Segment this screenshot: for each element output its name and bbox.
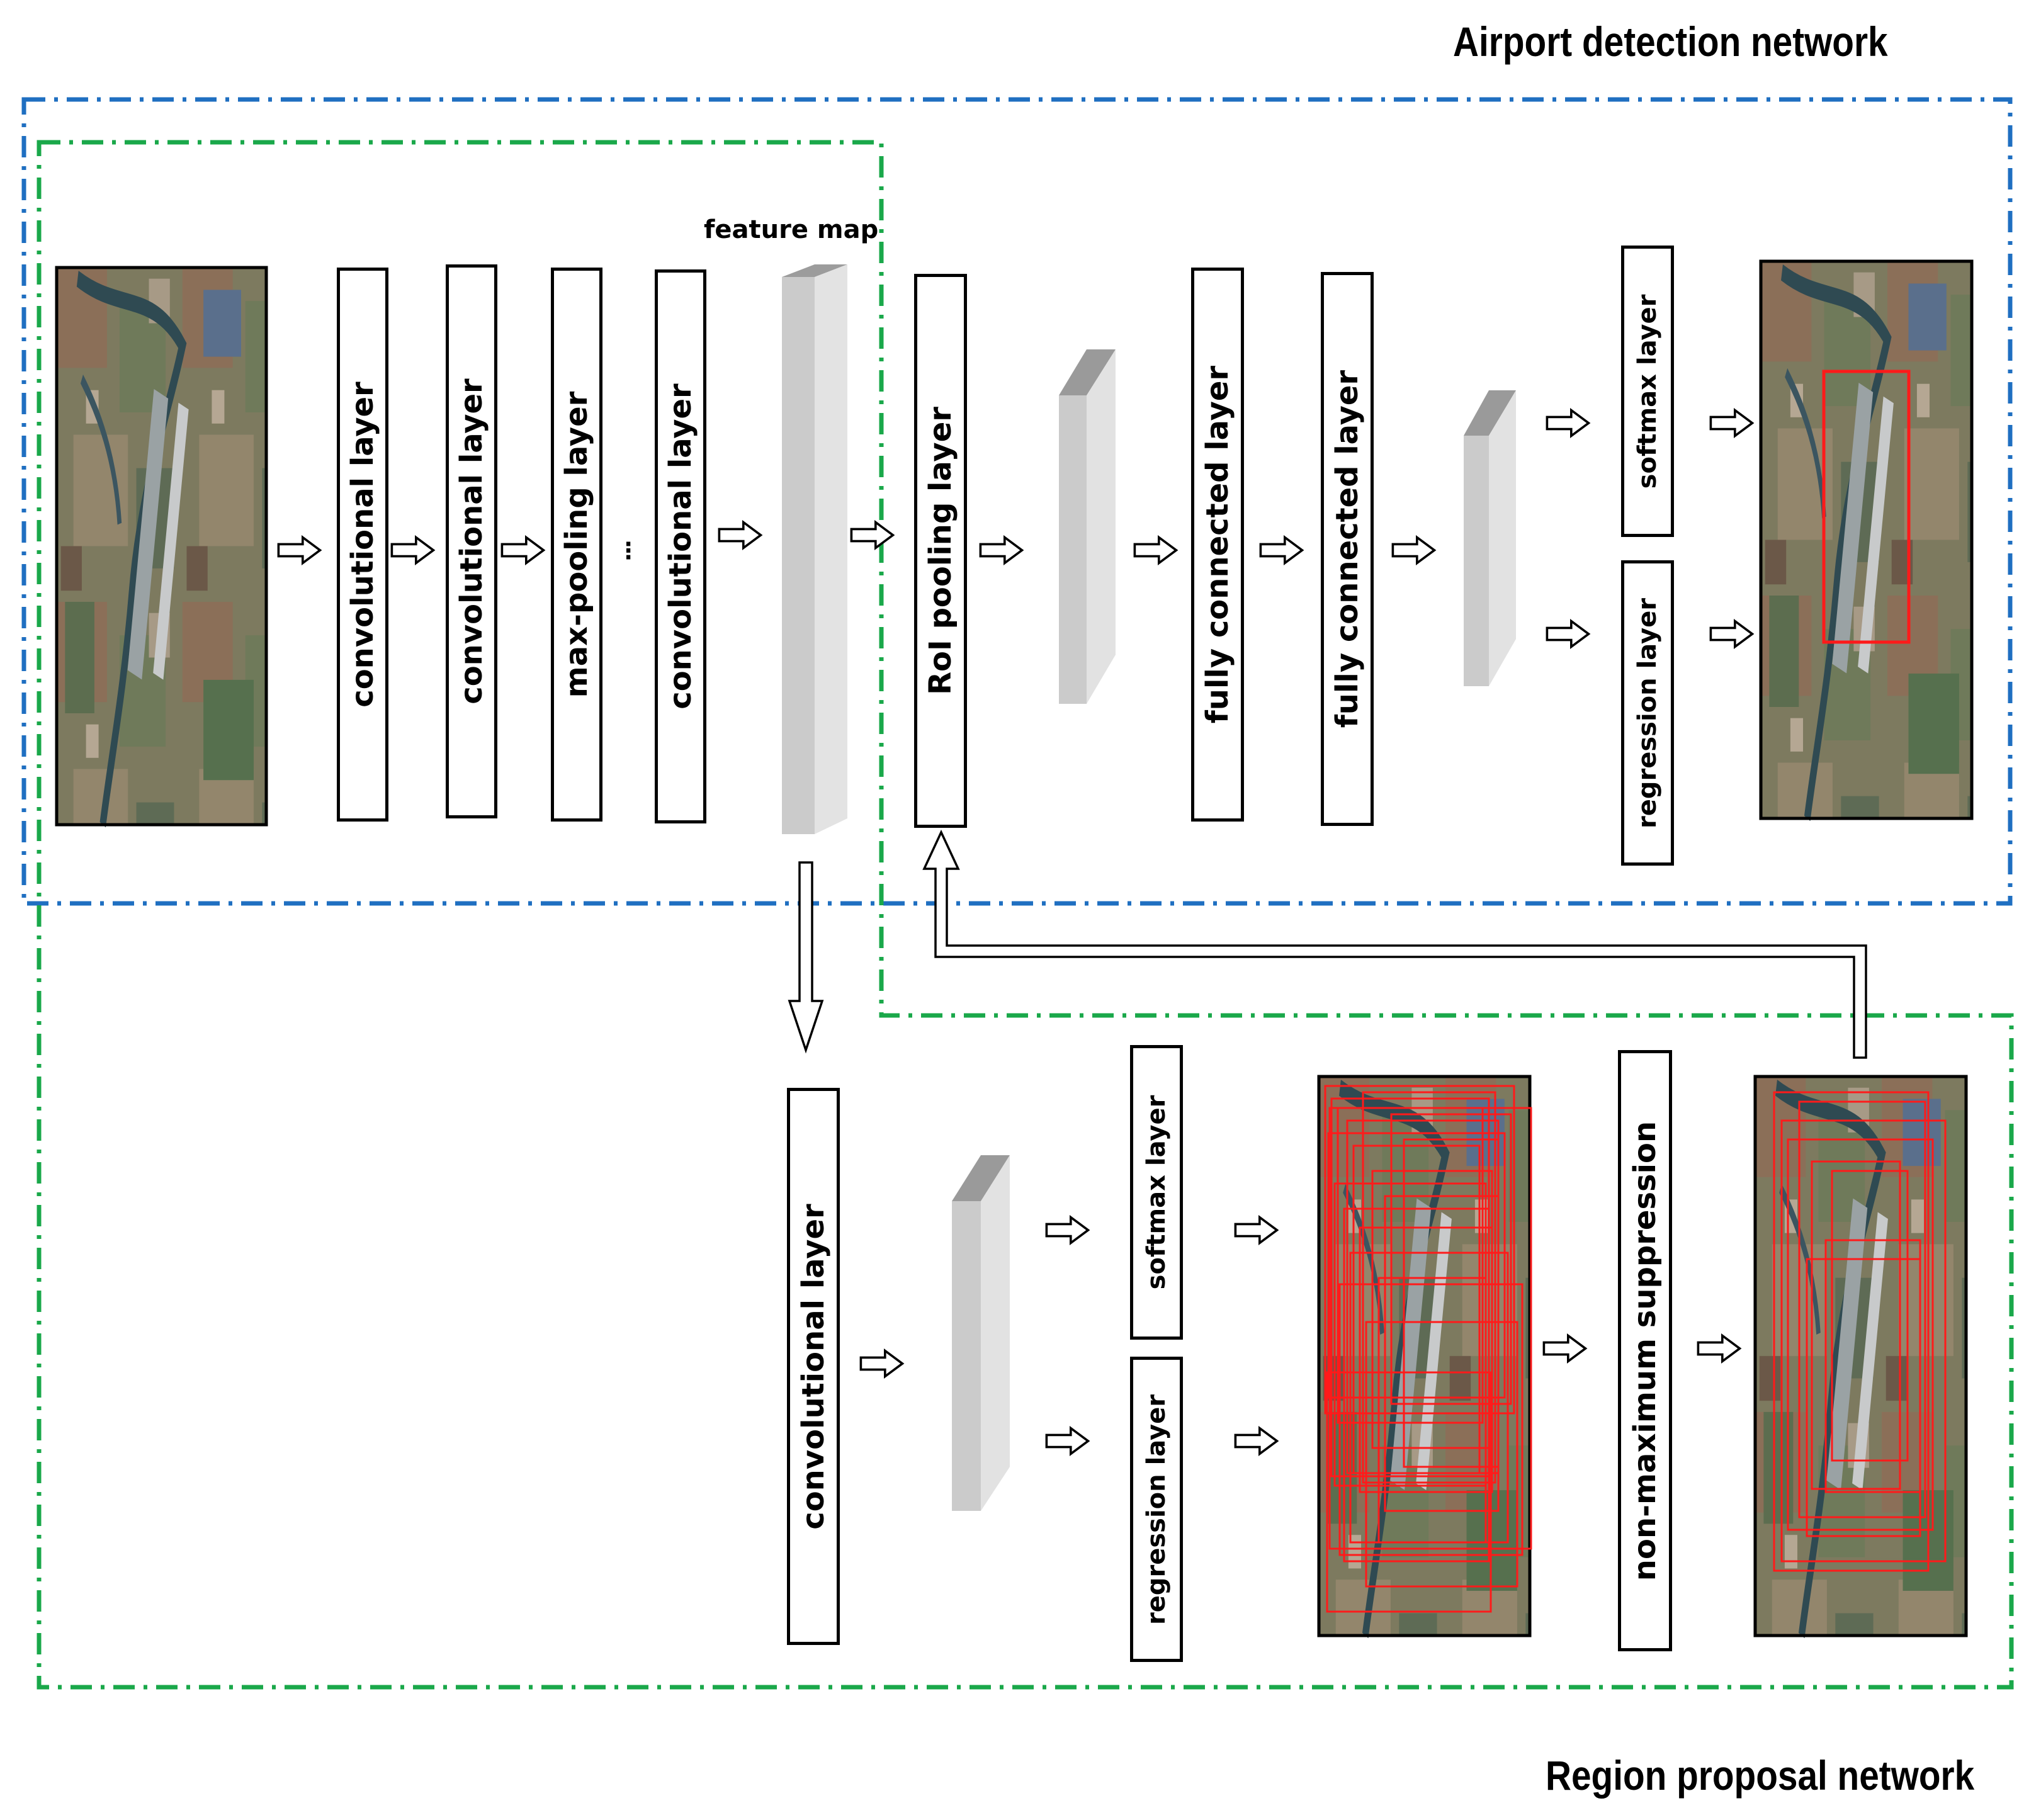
ellipsis: ⋮: [617, 538, 640, 564]
regression-layer: regression layer: [1621, 560, 1674, 866]
softmax-layer: softmax layer: [1621, 246, 1674, 537]
feature-map-label: feature map: [704, 215, 879, 244]
fc-feature-block: [1464, 390, 1516, 686]
proposals-satellite-image: [1319, 1077, 1531, 1636]
arrow-conv2-to-pool: [500, 536, 545, 565]
arrow-feature-to-rpn: [788, 861, 824, 1054]
conv-layer-2: convolutional layer: [446, 264, 497, 818]
arrow-rpn-conv-to-block: [859, 1349, 904, 1378]
nms-layer-label: non-maximum suppression: [1627, 1121, 1663, 1581]
arrow-fc2-to-block: [1391, 536, 1436, 565]
arrow-proposals-to-nms: [1542, 1334, 1587, 1363]
arrow-block-to-rpn-softmax: [1045, 1216, 1090, 1245]
input-satellite-image: [57, 268, 266, 825]
arrow-conv1-to-conv2: [390, 536, 435, 565]
region-network-border: [37, 140, 2014, 1690]
roi-pooling-layer: RoI pooling layer: [914, 274, 967, 828]
airport-network-title: Airport detection network: [1453, 18, 1888, 65]
rpn-feature-block: [952, 1155, 1010, 1511]
max-pooling-layer: max-pooling layer: [551, 268, 602, 822]
arrow-feature-to-roi: [850, 521, 895, 550]
arrow-fc1-to-fc2: [1259, 536, 1304, 565]
arrow-block-to-fc1: [1133, 536, 1178, 565]
nms-result-image: [1755, 1077, 1966, 1636]
conv-layer-3-label: convolutional layer: [663, 383, 698, 709]
rpn-regression-layer-label: regression layer: [1142, 1394, 1171, 1625]
arrow-block-to-regression: [1546, 619, 1590, 648]
arrow-input-to-conv1: [277, 536, 322, 565]
arrow-proposals-to-roi: [922, 829, 1867, 1059]
arrow-nms-to-result: [1697, 1334, 1741, 1363]
arrow-rpn-regression-to-proposals: [1234, 1427, 1279, 1455]
detected-airport-box: [1822, 370, 1911, 644]
rpn-conv-layer-label: convolutional layer: [796, 1203, 831, 1530]
output-detection-image: [1761, 261, 1972, 818]
max-pooling-layer-label: max-pooling layer: [559, 391, 594, 698]
conv-layer-1-label: convolutional layer: [345, 382, 380, 708]
conv-layer-2-label: convolutional layer: [454, 378, 489, 704]
fc-layer-2-label: fully connected layer: [1330, 370, 1365, 728]
regression-layer-label: regression layer: [1633, 597, 1662, 828]
softmax-layer-label: softmax layer: [1633, 294, 1662, 489]
rpn-regression-layer: regression layer: [1130, 1357, 1183, 1662]
roi-feature-block: [1059, 349, 1116, 704]
arrow-regression-to-output: [1709, 619, 1754, 648]
nms-layer: non-maximum suppression: [1618, 1050, 1672, 1651]
arrow-block-to-rpn-regression: [1045, 1427, 1090, 1455]
fc-layer-1-label: fully connected layer: [1200, 365, 1235, 724]
feature-map-block: [782, 264, 847, 834]
rpn-softmax-layer: softmax layer: [1130, 1045, 1183, 1340]
rpn-softmax-layer-label: softmax layer: [1142, 1095, 1171, 1290]
roi-pooling-layer-label: RoI pooling layer: [923, 407, 958, 695]
arrow-roi-to-block: [979, 536, 1024, 565]
arrow-softmax-to-output: [1709, 409, 1754, 438]
conv-layer-3: convolutional layer: [655, 269, 706, 823]
arrow-conv-to-feature: [718, 521, 762, 550]
arrow-block-to-softmax: [1546, 409, 1590, 438]
conv-layer-1: convolutional layer: [337, 268, 388, 822]
airport-network-border: [21, 97, 2013, 906]
arrow-rpn-softmax-to-proposals: [1234, 1216, 1279, 1245]
fc-layer-2: fully connected layer: [1321, 272, 1374, 826]
fc-layer-1: fully connected layer: [1191, 268, 1244, 822]
region-network-title: Region proposal network: [1546, 1752, 1975, 1799]
rpn-conv-layer: convolutional layer: [787, 1088, 840, 1645]
